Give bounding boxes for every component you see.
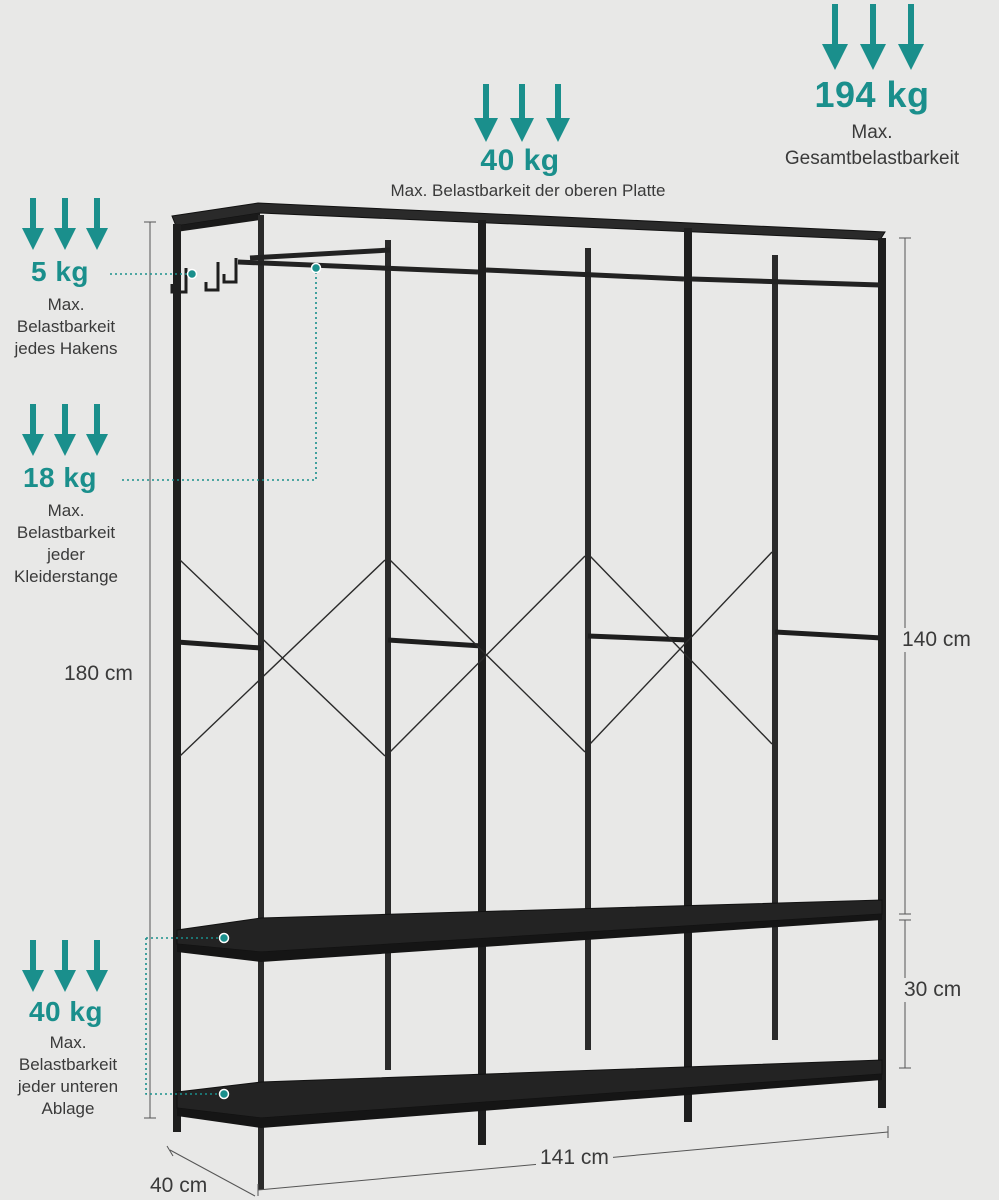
down-arrow-icon bbox=[22, 940, 44, 992]
leader-dots bbox=[186, 262, 322, 1100]
dimension-height-lower: 30 cm bbox=[900, 978, 966, 1002]
hook-load-line3: jedes Hakens bbox=[14, 339, 118, 358]
down-arrow-icon bbox=[86, 198, 108, 250]
top-plate bbox=[171, 202, 886, 241]
top-plate-load-text: Max. Belastbarkeit der oberen Platte bbox=[390, 181, 666, 200]
total-load-line2: Gesamtbelastbarkeit bbox=[784, 148, 960, 169]
dimension-height-upper: 140 cm bbox=[898, 628, 975, 652]
rod-load-line2: Belastbarkeit bbox=[16, 523, 116, 542]
down-arrow-icon bbox=[822, 4, 848, 70]
rod-load-line3: jeder bbox=[47, 545, 85, 564]
down-arrow-icon bbox=[898, 4, 924, 70]
down-arrow-icon bbox=[22, 198, 44, 250]
hook-arrows bbox=[22, 198, 108, 250]
lower-shelf-load-line3: jeder unteren bbox=[17, 1077, 119, 1096]
total-load-arrows bbox=[822, 4, 924, 70]
hook-load-line1: Max. bbox=[47, 295, 85, 314]
down-arrow-icon bbox=[54, 940, 76, 992]
dimension-height-total: 180 cm bbox=[60, 662, 137, 686]
total-load-line1: Max. bbox=[851, 122, 893, 143]
down-arrow-icon bbox=[86, 940, 108, 992]
lower-shelf-load-line1: Max. bbox=[49, 1033, 87, 1052]
down-arrow-icon bbox=[546, 84, 570, 142]
down-arrow-icon bbox=[510, 84, 534, 142]
back-posts bbox=[258, 215, 778, 1190]
rod-load-line4: Kleiderstange bbox=[14, 567, 118, 586]
rod-arrows bbox=[22, 404, 108, 456]
total-load-value: 194 kg bbox=[814, 74, 930, 115]
lower-shelf-load-value: 40 kg bbox=[28, 996, 104, 1027]
leader-lines bbox=[110, 268, 317, 1095]
hanging-rods bbox=[237, 247, 881, 288]
hooks bbox=[170, 258, 238, 294]
front-posts bbox=[173, 220, 886, 1145]
dimension-width: 141 cm bbox=[536, 1146, 613, 1170]
dimension-depth: 40 cm bbox=[146, 1174, 212, 1198]
down-arrow-icon bbox=[474, 84, 498, 142]
down-arrow-icon bbox=[54, 404, 76, 456]
down-arrow-icon bbox=[860, 4, 886, 70]
rod-load-value: 18 kg bbox=[22, 462, 98, 493]
lower-shelf-arrows bbox=[22, 940, 108, 992]
top-plate-load-value: 40 kg bbox=[480, 144, 560, 177]
hook-load-line2: Belastbarkeit bbox=[16, 317, 116, 336]
lower-shelf-load-line2: Belastbarkeit bbox=[18, 1055, 118, 1074]
bottom-shelf bbox=[176, 1059, 883, 1119]
x-braces bbox=[179, 551, 773, 757]
rod-load-line1: Max. bbox=[47, 501, 85, 520]
hook-load-value: 5 kg bbox=[30, 256, 90, 287]
top-plate-arrows bbox=[474, 84, 570, 142]
lower-shelf-load-line4: Ablage bbox=[41, 1099, 95, 1118]
down-arrow-icon bbox=[86, 404, 108, 456]
down-arrow-icon bbox=[22, 404, 44, 456]
down-arrow-icon bbox=[54, 198, 76, 250]
